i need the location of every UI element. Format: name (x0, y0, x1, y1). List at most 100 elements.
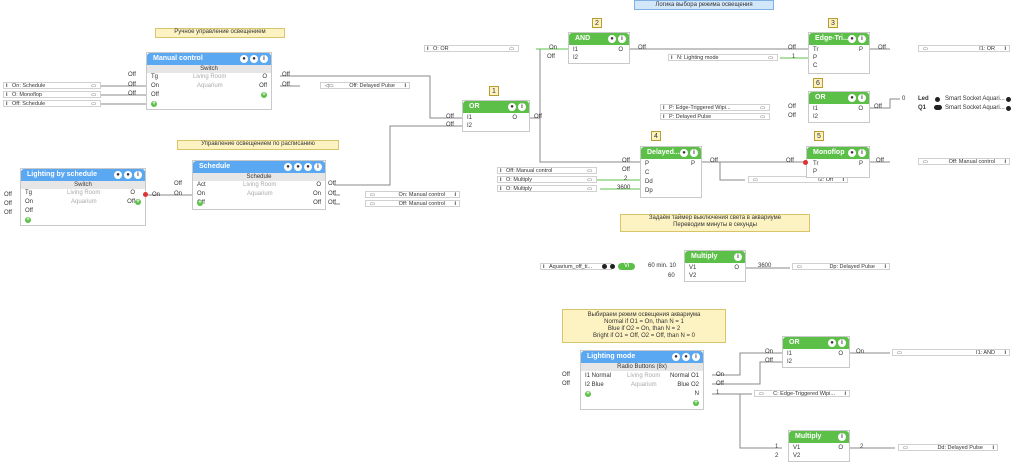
info-icon[interactable]: i (838, 339, 846, 347)
delayed-pulse-block[interactable]: Delayed... ●i P C Dd Dp P (640, 146, 702, 198)
output-port[interactable]: O (734, 265, 739, 271)
add-output-icon[interactable]: + (693, 400, 699, 406)
toggle-icon[interactable]: ● (294, 163, 302, 171)
and-block[interactable]: AND ●i I1 I2 O (568, 32, 630, 64)
ref-i1-or[interactable]: ▭ I1: OR i (918, 45, 1010, 52)
input-port[interactable]: C (813, 63, 818, 69)
ref-off-schedule[interactable]: i Off: Schedule ▭ (3, 100, 101, 107)
add-input-icon[interactable]: + (197, 200, 203, 206)
ref-i1-and[interactable]: ▭ I1: AND i (892, 349, 1010, 356)
info-icon[interactable]: i (314, 163, 322, 171)
ref-o-multiply[interactable]: i O: Multiply ▭ (497, 176, 597, 183)
info-icon[interactable]: i (734, 253, 742, 261)
and-header[interactable]: AND ●i (569, 33, 629, 45)
ref-on-schedule[interactable]: i On: Schedule ▭ (3, 82, 101, 89)
info-icon[interactable]: i (690, 149, 698, 157)
info-icon[interactable]: i (858, 149, 866, 157)
ref-off-manual-control-3[interactable]: ▭ Off: Manual control i (918, 158, 1010, 165)
output-port[interactable]: Off (127, 199, 135, 205)
info-icon[interactable]: i (858, 94, 866, 102)
toggle-icon[interactable]: ● (828, 339, 836, 347)
toggle-icon[interactable]: ● (680, 149, 688, 157)
input-port[interactable]: I2 (787, 359, 793, 365)
input-port[interactable]: V2 (793, 453, 801, 459)
input-port[interactable]: I2 (573, 55, 579, 61)
schedule-block[interactable]: Schedule ●●●i Schedule Act On Off Living… (192, 160, 326, 210)
ref-o-multiply-2[interactable]: i O: Multiply ▭ (497, 185, 597, 192)
toggle-icon[interactable]: ● (304, 163, 312, 171)
lighting-schedule-block[interactable]: Lighting by schedule ●●i Switch Tg On Of… (20, 168, 146, 226)
output-port[interactable]: On (312, 191, 321, 197)
monoflop-header[interactable]: Monoflop ●i (807, 147, 869, 159)
input-port[interactable]: I1 (787, 351, 793, 357)
input-port[interactable]: On (197, 191, 206, 197)
output-port[interactable]: N (694, 391, 699, 397)
input-port[interactable]: P (813, 55, 818, 61)
input-port[interactable]: I1 Normal (585, 373, 612, 379)
output-port[interactable]: O (838, 445, 843, 451)
edge-header[interactable]: Edge-Tri... ●i (809, 33, 869, 45)
ref-dd-delayed[interactable]: ▭ Dd: Delayed Pulse i (898, 444, 998, 451)
ref-on-manual-control[interactable]: ▭ On: Manual control i (365, 191, 460, 198)
toggle-icon[interactable]: ● (848, 94, 856, 102)
input-port[interactable]: Tr (813, 47, 819, 53)
ref-p-delayed[interactable]: i P: Delayed Pulse ▭ (660, 113, 770, 120)
output-port[interactable]: O (262, 74, 267, 80)
ref-off-manual-control[interactable]: ▭ Off: Manual control i (365, 200, 460, 207)
ref-off-delayed-pulse[interactable]: ◁▭ Off: Delayed Pulse i (320, 82, 410, 89)
output-port[interactable]: P (858, 47, 863, 53)
info-icon[interactable]: i (858, 35, 866, 43)
toggle-icon[interactable]: ● (114, 171, 122, 179)
multiply-header[interactable]: Multiply i (685, 251, 745, 263)
input-port[interactable]: Tg (151, 74, 159, 80)
input-port[interactable]: I2 Blue (585, 382, 604, 388)
multiply-block-2[interactable]: Multiply i V1 V2 O (788, 430, 850, 462)
ref-p-edge[interactable]: i P: Edge-Triggered Wipi... ▭ (660, 104, 770, 111)
add-input-icon[interactable]: + (585, 391, 591, 397)
ref-off-manual-control-2[interactable]: i Off: Manual control ▭ (497, 167, 597, 174)
toggle-icon[interactable]: ● (284, 163, 292, 171)
output-port[interactable]: O (618, 47, 623, 53)
or-block-mode[interactable]: OR ●i I1 I2 O (782, 336, 850, 368)
toggle-icon[interactable]: ● (608, 35, 616, 43)
add-output-icon[interactable]: + (135, 199, 141, 205)
input-port[interactable]: Off (25, 208, 33, 214)
manual-control-header[interactable]: Manual control ●●i (147, 53, 271, 65)
input-port[interactable]: I2 (813, 114, 819, 120)
toggle-icon[interactable]: ● (682, 353, 690, 361)
toggle-icon[interactable]: ● (508, 103, 516, 111)
multiply-header[interactable]: Multiply i (789, 431, 849, 443)
output-port[interactable]: Off (259, 83, 267, 89)
lighting-mode-block[interactable]: Lighting mode ●●i Radio Buttons (8x) I1 … (580, 350, 704, 410)
lighting-mode-header[interactable]: Lighting mode ●●i (581, 351, 703, 363)
schedule-header[interactable]: Schedule ●●●i (193, 161, 325, 173)
edge-triggered-block[interactable]: Edge-Tri... ●i Tr P C P + (808, 32, 870, 74)
or-block-6[interactable]: OR ●i I1 I2 O (808, 91, 870, 123)
input-port[interactable]: P (813, 169, 818, 175)
toggle-icon[interactable]: ● (672, 353, 680, 361)
or-header[interactable]: OR ●i (809, 92, 869, 104)
output-port[interactable]: O (512, 115, 517, 121)
input-port[interactable]: V1 (793, 445, 801, 451)
input-port[interactable]: On (25, 199, 34, 205)
input-port[interactable]: C (645, 170, 650, 176)
ref-o-or[interactable]: i O: OR ▭ (424, 45, 519, 52)
add-input-icon[interactable]: + (151, 101, 157, 107)
ref-i2-off[interactable]: ▭ I2: Off i (748, 176, 848, 183)
output-port[interactable]: O (130, 190, 135, 196)
toggle-icon[interactable]: ● (848, 149, 856, 157)
add-input-icon[interactable]: + (25, 217, 31, 223)
or-block-1[interactable]: OR ●i I1 I2 O (462, 100, 530, 132)
info-icon[interactable]: i (618, 35, 626, 43)
ref-o-monoflop[interactable]: i O: Monoflop ▭ (3, 91, 101, 98)
output-port[interactable]: O (838, 351, 843, 357)
manual-control-block[interactable]: Manual control ●●i Switch Tg On Off Livi… (146, 52, 272, 110)
multiply-block-1[interactable]: Multiply i V1 V2 O (684, 250, 746, 282)
input-port[interactable]: V2 (689, 273, 697, 279)
input-port[interactable]: Off (151, 92, 159, 98)
toggle-icon[interactable]: ● (250, 55, 258, 63)
output-port[interactable]: P (858, 161, 863, 167)
toggle-switch-icon[interactable] (934, 105, 942, 110)
lighting-schedule-header[interactable]: Lighting by schedule ●●i (21, 169, 145, 181)
info-icon[interactable]: i (260, 55, 268, 63)
